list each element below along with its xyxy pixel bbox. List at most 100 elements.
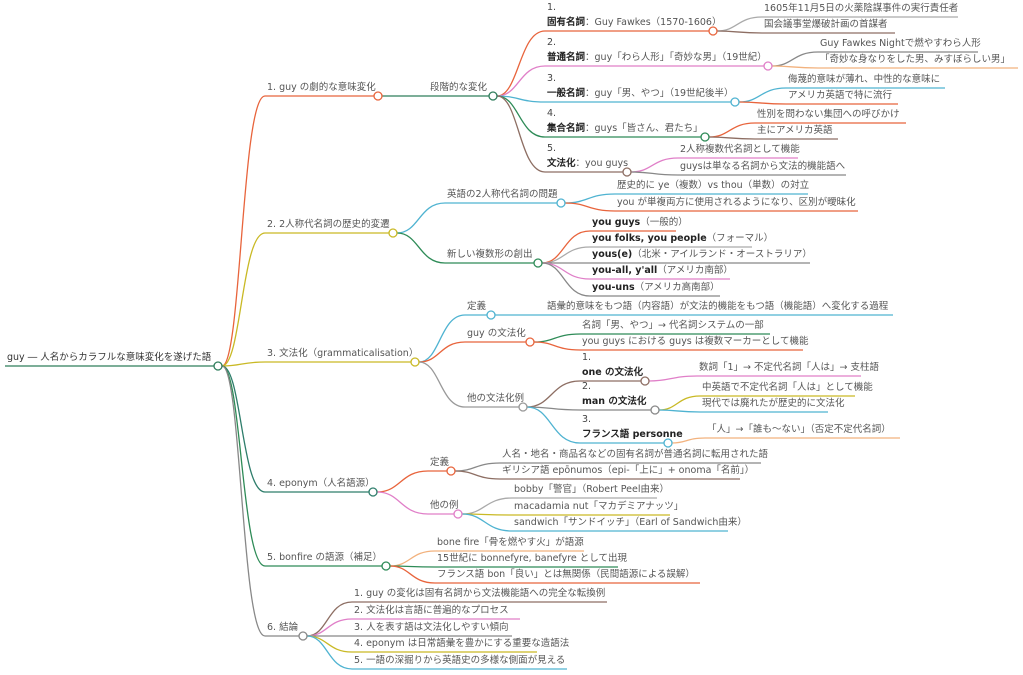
topic-node[interactable]: 3. 人を表す語は文法化しやすい傾向 (354, 622, 509, 634)
topic-node[interactable]: 新しい複数形の創出 (447, 249, 533, 261)
topic-node[interactable]: 数詞「1」→ 不定代名詞「人は」→ 支柱語 (699, 362, 879, 374)
edge (221, 361, 266, 367)
topic-node[interactable]: you guys における guys は複数マーカーとして機能 (582, 336, 809, 348)
topic-node[interactable]: 5. 一語の深掘りから英語史の多様な側面が見える (354, 655, 565, 667)
topic-node[interactable]: 現代では廃れたが歴史的に文法化 (702, 398, 845, 410)
edge (454, 470, 501, 480)
topic-node[interactable]: 定義 (430, 457, 449, 469)
topic-node[interactable]: 普通名詞：guy「わら人形」「奇妙な男」（19世紀） (547, 52, 767, 64)
topic-node[interactable]: bone fire「骨を燃やす火」が語源 (437, 537, 584, 549)
topic-node[interactable]: 4. eponym は日常語彙を豊かにする重要な造語法 (354, 638, 569, 650)
collapse-toggle-icon[interactable] (730, 97, 740, 107)
collapse-toggle-icon[interactable] (556, 198, 566, 208)
topic-node[interactable]: 歴史的に ye（複数）vs thou（単数）の対立 (617, 180, 809, 192)
topic-node[interactable]: 2. 文法化は言語に普遍的なプロセス (354, 605, 509, 617)
topic-node[interactable]: 4. eponym（人名語源） (267, 478, 375, 490)
topic-node[interactable]: 他の例 (430, 500, 459, 512)
topic-node[interactable]: 人名・地名・商品名などの固有名詞が普通名詞に転用された語 (502, 449, 768, 461)
topic-node[interactable]: 2. 2人称代名詞の歴史的変遷 (267, 219, 390, 231)
collapse-toggle-icon[interactable] (708, 26, 718, 36)
collapse-toggle-icon[interactable] (446, 466, 456, 476)
topic-node[interactable]: 3. 文法化（grammaticalisation） (267, 348, 418, 360)
topic-node[interactable]: you-uns（アメリカ高南部） (592, 282, 720, 294)
topic-node[interactable]: アメリカ英語で特に流行 (788, 90, 892, 102)
topic-node[interactable]: 2人称複数代名詞として機能 (680, 144, 800, 156)
topic-node[interactable]: 主にアメリカ英語 (757, 125, 833, 137)
collapse-toggle-icon[interactable] (381, 561, 391, 571)
topic-node[interactable]: one の文法化 (582, 367, 643, 379)
topic-node[interactable]: 中英語で不定代名詞「人は」として機能 (702, 382, 873, 394)
collapse-toggle-icon[interactable] (622, 167, 632, 177)
topic-node[interactable]: you folks, you people（フォーマル） (592, 233, 773, 245)
topic-node[interactable]: macadamia nut「マカデミアナッツ」 (514, 501, 683, 513)
topic-node[interactable]: 固有名詞：Guy Fawkes（1570-1606） (547, 17, 721, 29)
topic-node[interactable]: フランス語 bon「良い」とは無関係（民間語源による誤解） (437, 569, 695, 581)
topic-node[interactable]: 一般名詞：guy「男、やつ」（19世紀後半） (547, 88, 734, 100)
topic-text: 15世紀に bonnefyre, banefyre として出現 (437, 553, 628, 564)
topic-node[interactable]: 国会議事堂爆破計画の首謀者 (764, 19, 888, 31)
edge (418, 314, 466, 363)
topic-node[interactable]: 集合名詞：guys「皆さん、君たち」 (547, 123, 703, 135)
topic-node[interactable]: Guy Fawkes Nightで燃やすわら人形 (820, 38, 981, 50)
topic-text: 5. bonfire の語源（補足） (267, 552, 382, 563)
topic-node[interactable]: guysは単なる名詞から文法的機能語へ (680, 161, 845, 173)
topic-node[interactable]: you-all, y'all（アメリカ南部） (592, 265, 733, 277)
root-topic[interactable]: guy ― 人名からカラフルな意味変化を遂げた語 (7, 352, 211, 364)
topic-node[interactable]: フランス語 personne (582, 429, 683, 441)
collapse-toggle-icon[interactable] (533, 258, 543, 268)
topic-node[interactable]: 名詞「男、やつ」→ 代名詞システムの一部 (582, 320, 764, 332)
topic-node[interactable]: you guys（一般的） (592, 217, 688, 229)
topic-number: 5. (547, 143, 557, 154)
collapse-toggle-icon[interactable] (518, 402, 528, 412)
collapse-toggle-icon[interactable] (700, 132, 710, 142)
topic-node[interactable]: you が単複両方に使用されるようになり、区別が曖昧化 (617, 197, 856, 209)
edge (496, 95, 546, 138)
collapse-toggle-icon[interactable] (663, 438, 673, 448)
topic-node[interactable]: sandwich「サンドイッチ」（Earl of Sandwich由来） (514, 517, 747, 529)
topic-node[interactable]: bobby「警官」（Robert Peel由来） (514, 484, 669, 496)
topic-node[interactable]: 1605年11月5日の火薬陰謀事件の実行責任者 (764, 3, 958, 15)
topic-keyword: 普通名詞 (547, 52, 586, 63)
collapse-toggle-icon[interactable] (368, 487, 378, 497)
topic-text: 現代では廃れたが歴史的に文法化 (702, 398, 845, 409)
edge (496, 30, 546, 97)
topic-node[interactable]: 語彙的意味をもつ語（内容語）が文法的機能をもつ語（機能語）へ変化する過程 (547, 301, 888, 313)
topic-node[interactable]: 性別を問わない集団への呼びかけ (757, 109, 900, 121)
topic-node[interactable]: 5. bonfire の語源（補足） (267, 552, 382, 564)
edge (496, 65, 546, 97)
topic-node[interactable]: 侮蔑的意味が薄れ、中性的な意味に (788, 74, 940, 86)
topic-node[interactable]: 段階的な変化 (430, 82, 487, 94)
topic-node[interactable]: ギリシア語 epōnumos（epi-「上に」+ onoma「名前」） (502, 465, 754, 477)
topic-node[interactable]: guy の文法化 (467, 328, 526, 340)
edge (541, 262, 591, 297)
collapse-toggle-icon[interactable] (525, 337, 535, 347)
topic-number: 3. (582, 414, 592, 425)
edge (541, 246, 591, 264)
topic-node[interactable]: 6. 結論 (267, 622, 298, 634)
topic-node[interactable]: 15世紀に bonnefyre, banefyre として出現 (437, 553, 627, 565)
topic-node[interactable]: 文法化：you guys (547, 158, 628, 170)
collapse-toggle-icon[interactable] (763, 61, 773, 71)
collapse-toggle-icon[interactable] (298, 631, 308, 641)
topic-node[interactable]: man の文法化 (582, 396, 646, 408)
collapse-toggle-icon[interactable] (488, 91, 498, 101)
topic-text: フランス語 bon「良い」とは無関係（民間語源による誤解） (437, 569, 695, 580)
collapse-toggle-icon[interactable] (373, 91, 383, 101)
topic-node[interactable]: yous(e)（北米・アイルランド・オーストラリア） (592, 249, 812, 261)
topic-node[interactable]: 定義 (467, 301, 486, 313)
collapse-toggle-icon[interactable] (486, 310, 496, 320)
topic-node[interactable]: 他の文法化例 (467, 393, 524, 405)
topic-node[interactable]: 「奇妙な身なりをした男、みすぼらしい男」 (820, 54, 1010, 66)
collapse-toggle-icon[interactable] (453, 509, 463, 519)
topic-node[interactable]: 英語の2人称代名詞の問題 (447, 189, 558, 201)
collapse-toggle-icon[interactable] (410, 357, 420, 367)
topic-node[interactable]: 1. guy の劇的な意味変化 (267, 82, 376, 94)
collapse-toggle-icon[interactable] (650, 405, 660, 415)
collapse-toggle-icon[interactable] (213, 361, 223, 371)
edge (671, 437, 706, 444)
topic-node[interactable]: 「人」→「誰も〜ない」（否定不定代名詞） (707, 424, 891, 436)
collapse-toggle-icon[interactable] (640, 376, 650, 386)
topic-node[interactable]: 1. guy の変化は固有名詞から文法機能語への完全な転換例 (354, 588, 605, 600)
topic-text: 4. eponym（人名語源） (267, 478, 375, 489)
collapse-toggle-icon[interactable] (388, 228, 398, 238)
